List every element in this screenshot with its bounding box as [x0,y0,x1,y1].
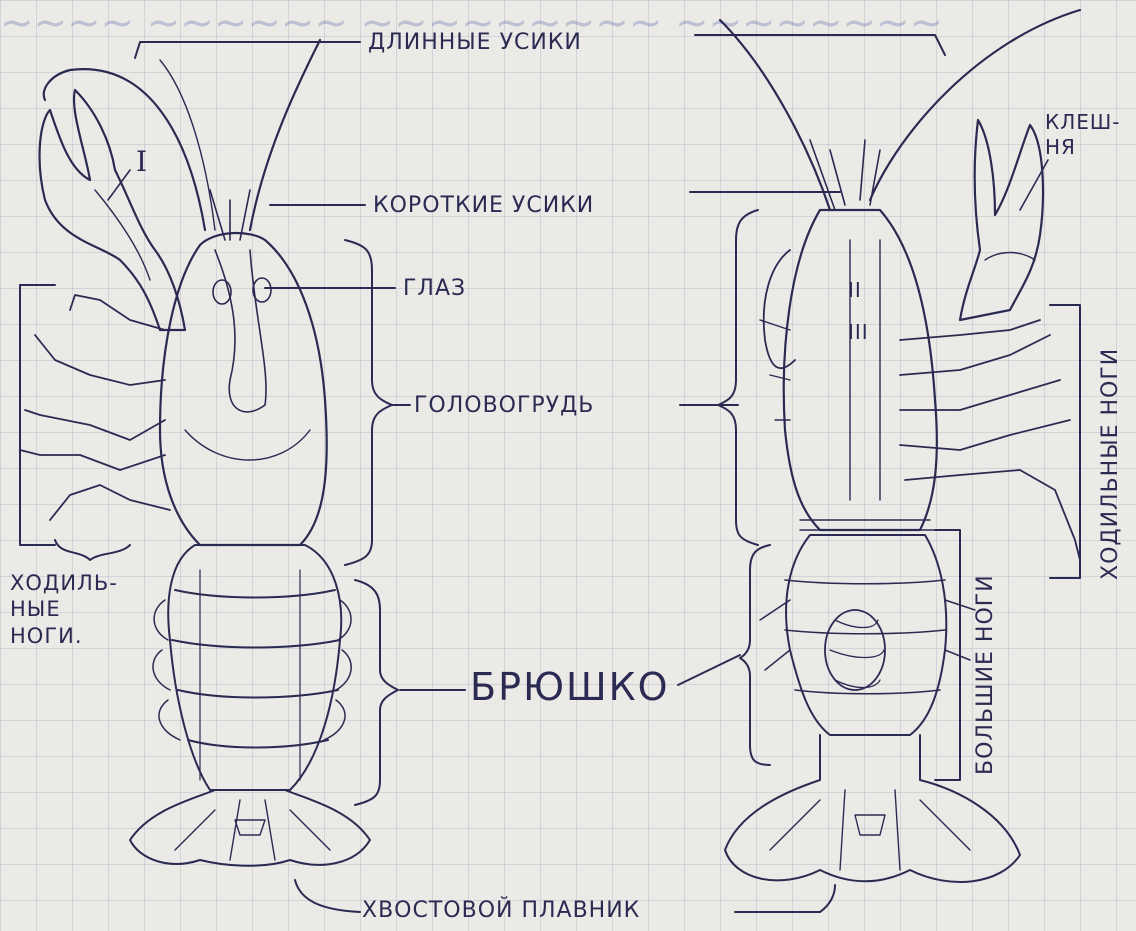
label-large-legs: БОЛЬШИЕ НОГИ [975,574,997,775]
label-cephalothorax: ГОЛОВОГРУДЬ [414,395,594,417]
label-eye: ГЛАЗ [403,278,466,300]
label-abdomen: БРЮШКО [470,668,670,706]
right-cephalothorax [784,210,937,530]
right-claw [960,120,1043,320]
label-roman-iii: III [848,322,869,342]
label-claw: КЛЕШ- НЯ [1045,110,1120,160]
left-tail-fan [130,790,370,866]
label-tail-fin: ХВОСТОВОЙ ПЛАВНИК [362,900,640,922]
label-walking-legs-right: ХОДИЛЬНЫЕ НОГИ [1100,348,1122,580]
left-crayfish [20,40,370,866]
right-long-antenna [720,20,830,210]
label-short-antennae: КОРОТКИЕ УСИКИ [373,195,594,217]
label-walking-legs-left: ХОДИЛЬ- НЫЕ НОГИ. [10,570,118,649]
left-cephalothorax [160,233,327,545]
label-roman-ii: II [848,280,862,300]
label-roman-one: I [136,148,148,176]
right-walking-legs [760,320,1080,560]
left-walking-legs [20,295,170,520]
right-abdomen [760,535,975,735]
right-crayfish [720,10,1080,882]
left-abdomen [153,545,351,790]
left-claw [40,90,185,330]
label-long-antennae: ДЛИННЫЕ УСИКИ [368,32,582,54]
left-long-antenna-2 [250,40,320,230]
